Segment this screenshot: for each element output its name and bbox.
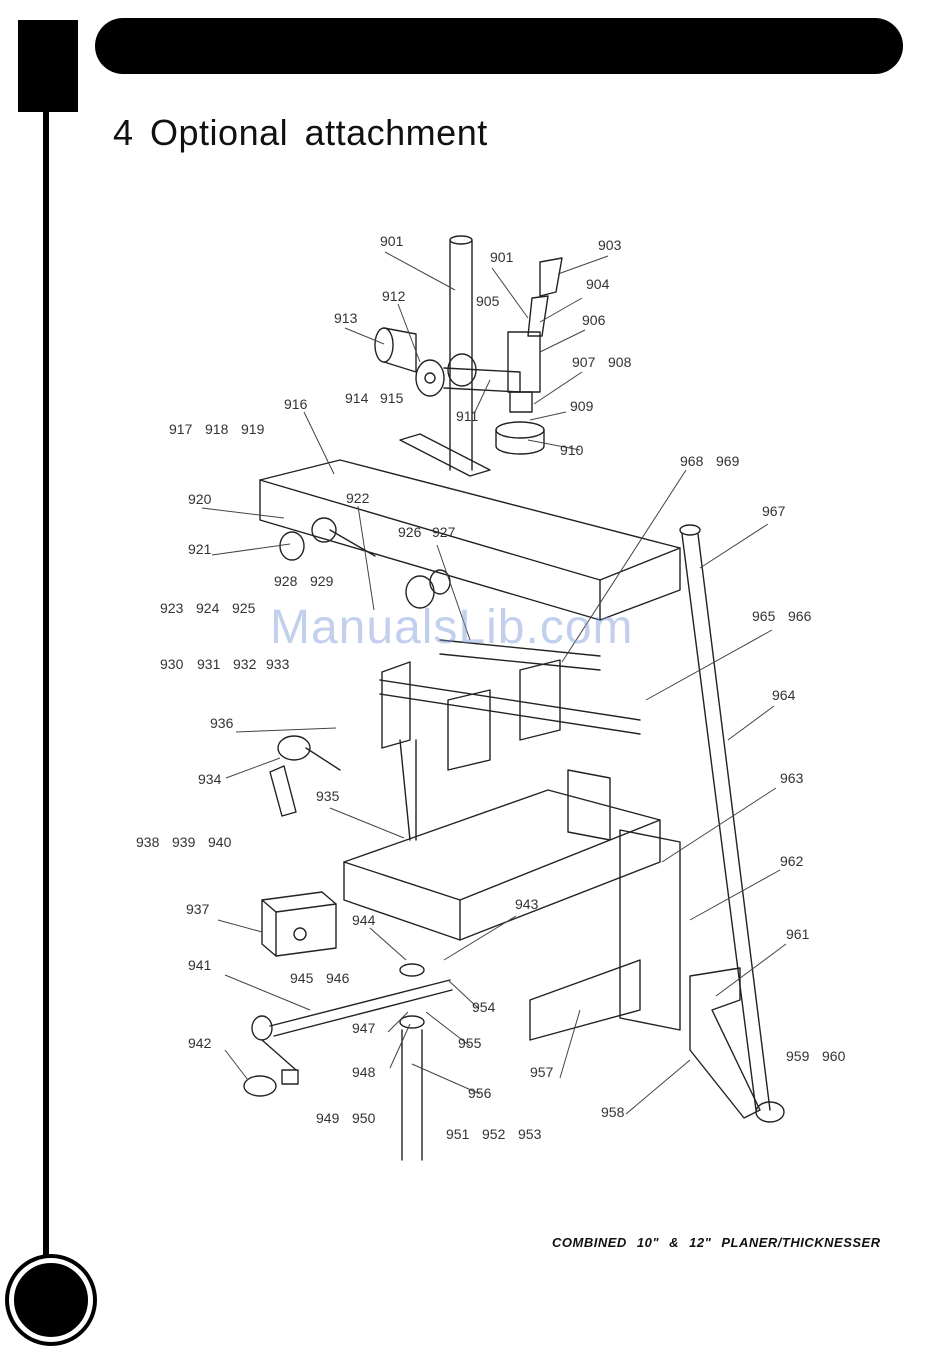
part-label: 933 [266, 656, 290, 672]
part-label: 960 [822, 1048, 846, 1064]
long-arm [679, 524, 785, 1123]
part-label: 901 [490, 249, 514, 265]
part-label: 908 [608, 354, 632, 370]
part-label: 959 [786, 1048, 810, 1064]
part-label: 969 [716, 453, 740, 469]
part-label: 945 [290, 970, 314, 986]
lock-lever [269, 735, 341, 817]
clamp-arm [374, 327, 521, 397]
part-label: 946 [326, 970, 350, 986]
part-label: 922 [346, 490, 370, 506]
part-label: 962 [780, 853, 804, 869]
part-label: 968 [680, 453, 704, 469]
part-label: 941 [188, 957, 212, 973]
watermark: ManualsLib.com [270, 601, 634, 654]
part-label: 932 [233, 656, 257, 672]
part-label: 906 [582, 312, 606, 328]
base-frame [343, 769, 681, 1041]
part-label: 925 [232, 600, 256, 616]
part-label: 927 [432, 524, 456, 540]
part-label: 929 [310, 573, 334, 589]
chapter-tab-block [18, 20, 78, 112]
part-label: 938 [136, 834, 160, 850]
part-label: 910 [560, 442, 584, 458]
support-column [449, 235, 473, 471]
part-label: 901 [380, 233, 404, 249]
part-label: 937 [186, 901, 210, 917]
vertical-shaft [399, 963, 425, 1161]
part-label: 931 [197, 656, 221, 672]
part-label: 958 [601, 1104, 625, 1120]
part-label: 955 [458, 1035, 482, 1051]
part-label: 923 [160, 600, 184, 616]
part-label: 930 [160, 656, 184, 672]
fence-body [259, 433, 681, 621]
part-label: 952 [482, 1126, 506, 1142]
section-title: 4 Optional attachment [113, 112, 488, 153]
part-label: 916 [284, 396, 308, 412]
part-label: 966 [788, 608, 812, 624]
part-label: 921 [188, 541, 212, 557]
part-label: 953 [518, 1126, 542, 1142]
slide-brackets [379, 639, 641, 841]
part-label: 939 [172, 834, 196, 850]
part-label: 936 [210, 715, 234, 731]
part-label: 904 [586, 276, 610, 292]
lock-knobs [279, 517, 451, 609]
part-label: 911 [456, 408, 479, 424]
part-label: 947 [352, 1020, 376, 1036]
part-label: 919 [241, 421, 265, 437]
part-label: 915 [380, 390, 404, 406]
part-label: 914 [345, 390, 369, 406]
header-bar [95, 18, 903, 74]
part-label: 909 [570, 398, 594, 414]
part-label: 963 [780, 770, 804, 786]
part-label: 920 [188, 491, 212, 507]
part-label: 940 [208, 834, 232, 850]
part-label: 951 [446, 1126, 470, 1142]
part-label: 967 [762, 503, 786, 519]
mount-block [261, 891, 337, 957]
part-label: 950 [352, 1110, 376, 1126]
part-label: 903 [598, 237, 622, 253]
part-labels: 901 901 903 904 905 906 907 908 909 910 … [136, 233, 846, 1142]
part-label: 926 [398, 524, 422, 540]
part-label: 924 [196, 600, 220, 616]
part-label: 905 [476, 293, 500, 309]
hold-down-head [495, 257, 563, 455]
part-label: 961 [786, 926, 810, 942]
part-label: 918 [205, 421, 229, 437]
part-label: 944 [352, 912, 376, 928]
corner-circle [9, 1258, 93, 1342]
leader-lines [201, 251, 787, 1115]
part-label: 949 [316, 1110, 340, 1126]
arm-bracket [689, 967, 761, 1119]
part-label: 917 [169, 421, 193, 437]
part-label: 928 [274, 573, 298, 589]
part-label: 913 [334, 310, 358, 326]
side-rule [43, 112, 49, 1272]
part-label: 935 [316, 788, 340, 804]
part-label: 934 [198, 771, 222, 787]
part-label: 942 [188, 1035, 212, 1051]
crank-shaft [243, 979, 453, 1097]
part-label: 956 [468, 1085, 492, 1101]
part-label: 957 [530, 1064, 554, 1080]
part-label: 912 [382, 288, 406, 304]
part-label: 954 [472, 999, 496, 1015]
part-label: 943 [515, 896, 539, 912]
part-label: 907 [572, 354, 596, 370]
footer-caption: COMBINED 10" & 12" PLANER/THICKNESSER [552, 1235, 881, 1250]
part-label: 965 [752, 608, 776, 624]
part-label: 948 [352, 1064, 376, 1080]
part-label: 964 [772, 687, 796, 703]
